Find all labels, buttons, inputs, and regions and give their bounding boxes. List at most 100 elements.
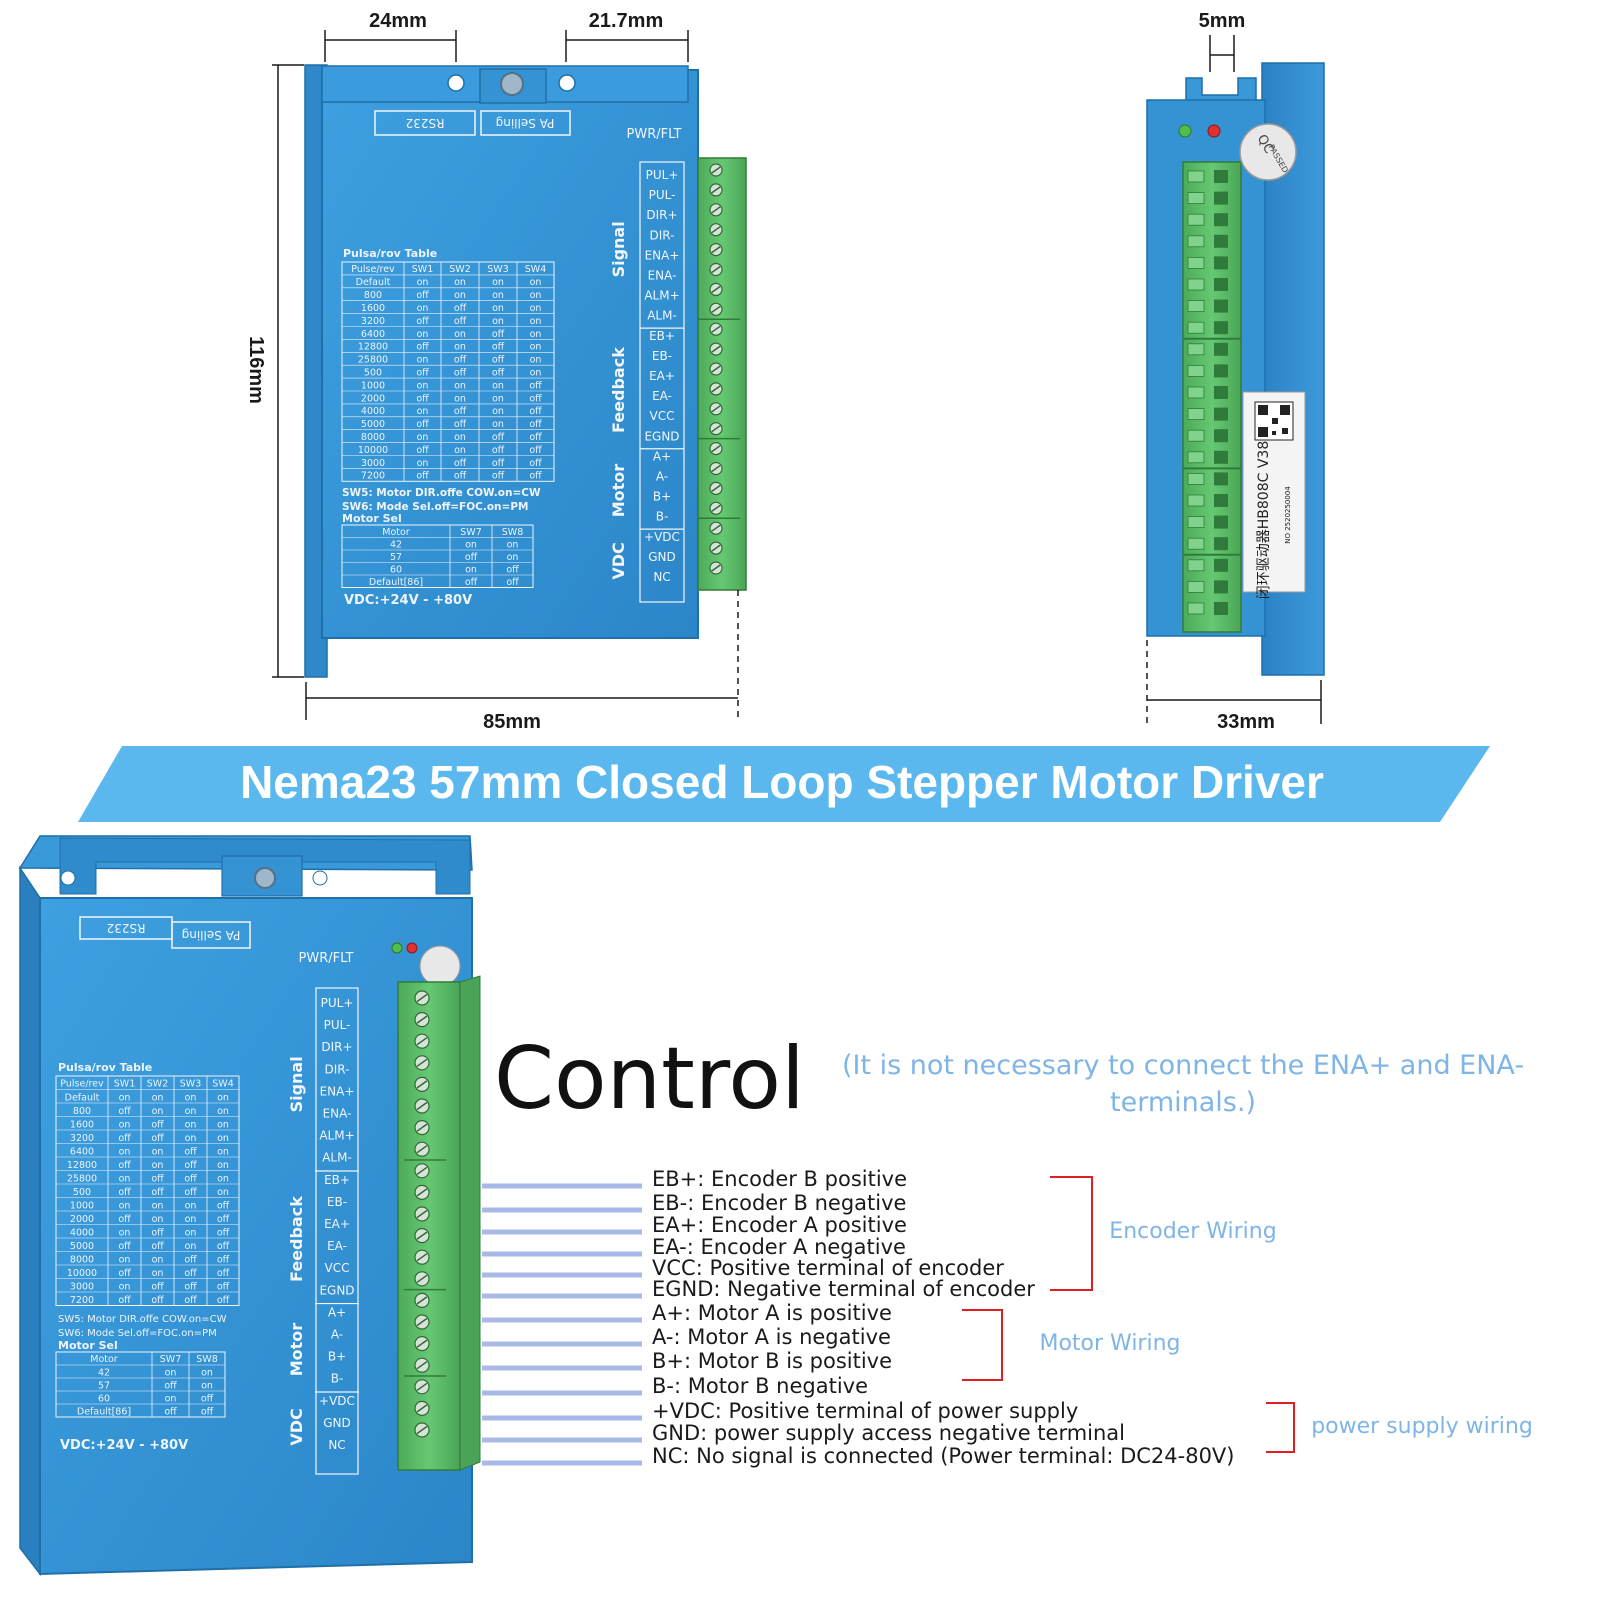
table-header: Pulse/rev — [60, 1079, 104, 1090]
table-cell: on — [217, 1146, 229, 1157]
motor-sel-title: Motor Sel — [342, 512, 402, 525]
table-cell: on — [185, 1119, 197, 1130]
screw-slot-icon — [711, 226, 721, 234]
table-frame — [341, 261, 555, 482]
table-cell: on — [152, 1200, 164, 1211]
screw-slot-icon — [711, 325, 721, 333]
table-cell: 25800 — [358, 355, 388, 366]
table-header: SW1 — [412, 264, 433, 275]
pin-label: ENA- — [648, 269, 677, 283]
table-cell: off — [529, 406, 542, 417]
terminal-slot — [1214, 364, 1228, 378]
pin-label: B+ — [328, 1350, 346, 1364]
pin-label: EGND — [319, 1283, 354, 1297]
terminal-slot — [1214, 278, 1228, 291]
table-cell: off — [184, 1281, 197, 1292]
table-frame — [341, 524, 534, 588]
pin-label: ENA+ — [320, 1084, 355, 1098]
model-text: 闭环驱动器HB808C V38 — [1256, 441, 1272, 599]
table-cell: off — [506, 577, 519, 588]
ena-note-line2: terminals.) — [1110, 1087, 1256, 1118]
terminal-slot — [1214, 213, 1228, 227]
table-cell: off — [465, 577, 478, 588]
pin-label: ALM+ — [644, 289, 679, 303]
dimension-lines — [272, 30, 1322, 724]
table-cell: off — [184, 1187, 197, 1198]
table-cell: 3200 — [70, 1133, 94, 1144]
table-cell: on — [530, 277, 542, 288]
pin-label: EA+ — [649, 369, 675, 383]
pin-label: ENA+ — [645, 248, 680, 262]
pin-description: GND: power supply access negative termin… — [652, 1421, 1125, 1445]
pin-label: +VDC — [319, 1394, 355, 1408]
table-cell: on — [201, 1380, 213, 1391]
screw-slot-icon — [416, 1361, 428, 1370]
table-cell: off — [151, 1295, 164, 1306]
dim-85mm: 85mm — [483, 711, 541, 733]
table-cell: on — [417, 355, 429, 366]
table-cell: off — [454, 303, 467, 314]
pin-label: ALM- — [647, 309, 677, 323]
table-cell: 800 — [364, 290, 382, 301]
table-header: SW4 — [525, 264, 546, 275]
screw-icon — [500, 72, 524, 96]
table-cell: off — [416, 419, 429, 430]
power-wiring-label: power supply wiring — [1311, 1414, 1533, 1439]
screw-slot-icon — [711, 265, 721, 274]
ena-note-line1: (It is not necessary to connect the ENA+… — [842, 1050, 1524, 1081]
pin-label: EB+ — [649, 329, 675, 343]
screw-slot-icon — [711, 345, 721, 353]
qc-sticker-icon — [419, 945, 461, 987]
table-cell: on — [454, 277, 466, 288]
pin-label: DIR- — [325, 1062, 350, 1076]
terminal-screws — [404, 990, 446, 1438]
table-cell: on — [530, 329, 542, 340]
pin-label: ALM- — [322, 1151, 352, 1165]
terminal-slot — [1214, 580, 1228, 594]
table-cell: 57 — [98, 1380, 110, 1391]
table-cell: off — [529, 393, 542, 404]
table-cell: on — [185, 1106, 197, 1117]
screw-slot-icon — [416, 993, 428, 1003]
table-cell: on — [417, 277, 429, 288]
table-cell: off — [492, 329, 505, 340]
table-cell: off — [118, 1214, 131, 1225]
table-cell: on — [201, 1367, 213, 1378]
table-cell: 60 — [390, 565, 402, 576]
table-cell: on — [530, 368, 542, 379]
screw-slot-icon — [711, 504, 721, 512]
mount-hole-icon — [60, 870, 76, 886]
terminal-slot-top — [1187, 300, 1205, 313]
screw-slot-icon — [416, 1274, 428, 1283]
table-cell: on — [492, 380, 504, 391]
pin-description: A+: Motor A is positive — [652, 1301, 892, 1325]
screw-slot-icon — [416, 1101, 428, 1111]
terminal-slot-top — [1187, 537, 1205, 550]
screw-slot-icon — [416, 1058, 428, 1067]
pin-label: EB- — [327, 1195, 347, 1209]
table-cell: on — [217, 1106, 229, 1117]
terminal-slot — [1214, 170, 1228, 183]
table-cell: off — [151, 1119, 164, 1130]
screw-slot-icon — [711, 365, 721, 373]
terminal-slot — [1214, 191, 1228, 205]
table-cell: on — [119, 1281, 131, 1292]
table-header: SW8 — [502, 527, 523, 538]
table-cell: on — [119, 1092, 131, 1103]
table-cell: on — [152, 1254, 164, 1265]
bottom-pin-labels: PUL+PUL-DIR+DIR-ENA+ENA-ALM+ALM-EB+EB-EA… — [315, 996, 359, 1452]
table-cell: on — [217, 1133, 229, 1144]
table-cell: 10000 — [358, 445, 388, 456]
table-cell: on — [417, 406, 429, 417]
table-cell: off — [217, 1268, 230, 1279]
table-cell: 1600 — [70, 1119, 94, 1130]
table-cell: off — [217, 1200, 230, 1211]
table-cell: on — [492, 277, 504, 288]
pin-label: A+ — [328, 1305, 346, 1319]
pin-label: A- — [656, 470, 668, 484]
table-cell: off — [529, 419, 542, 430]
pin-label: VCC — [325, 1261, 350, 1275]
table-header: SW7 — [460, 527, 481, 538]
